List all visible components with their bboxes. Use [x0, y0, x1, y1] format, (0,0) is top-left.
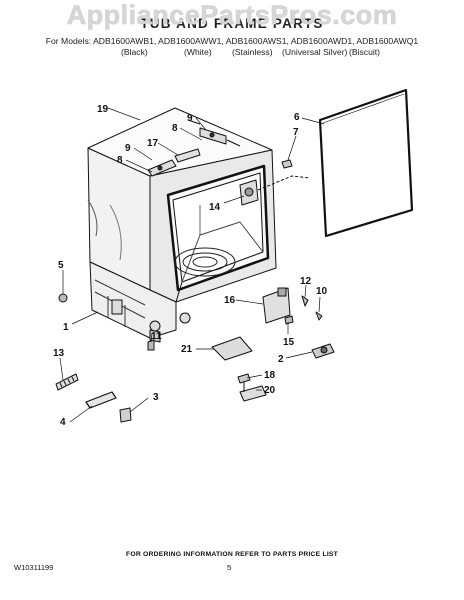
callout-4: 4 — [60, 417, 66, 428]
callout-12: 12 — [300, 276, 312, 287]
callout-11: 11 — [151, 331, 162, 342]
callout-20: 20 — [264, 385, 276, 396]
callout-15: 15 — [283, 337, 295, 348]
callout-5: 5 — [58, 260, 64, 271]
callout-3: 3 — [153, 392, 159, 403]
callout-1: 1 — [63, 322, 69, 333]
callout-16: 16 — [224, 295, 236, 306]
callout-8-upper: 8 — [172, 123, 178, 134]
page-title: TUB AND FRAME PARTS — [140, 16, 324, 31]
trim-strip — [85, 391, 117, 409]
gasket — [318, 88, 414, 238]
variant-label: (Biscuit) — [349, 47, 381, 57]
callout-14: 14 — [209, 202, 221, 213]
callout-21: 21 — [181, 344, 193, 355]
callout-2: 2 — [278, 354, 284, 365]
callout-9-lower: 9 — [125, 143, 131, 154]
callout-9-upper: 9 — [187, 113, 193, 124]
callout-18: 18 — [264, 370, 276, 381]
variant-label: (White) — [184, 47, 212, 57]
variant-label: (Black) — [121, 47, 148, 57]
pad — [211, 336, 253, 361]
callout-8-lower: 8 — [117, 155, 123, 166]
callout-10: 10 — [316, 286, 328, 297]
spring — [55, 373, 79, 391]
callout-19: 19 — [97, 104, 109, 115]
callout-6: 6 — [294, 112, 300, 123]
variant-label: (Universal Silver) — [282, 47, 348, 57]
page-number: 5 — [227, 563, 232, 572]
callout-13: 13 — [53, 348, 65, 359]
callout-17: 17 — [147, 138, 159, 149]
base-frame — [89, 261, 177, 339]
callout-labels: 19 9 8 17 9 8 6 7 14 5 12 10 16 1 15 11 … — [53, 104, 328, 428]
document-number: W10311199 — [14, 563, 54, 572]
ordering-note: FOR ORDERING INFORMATION REFER TO PARTS … — [125, 551, 339, 558]
variant-label: (Stainless) — [232, 47, 273, 57]
model-list: For Models: ADB1600AWB1, ADB1600AWW1, AD… — [45, 36, 419, 46]
callout-7: 7 — [293, 127, 299, 138]
watermark: AppliancePartsPros.com — [66, 0, 398, 30]
